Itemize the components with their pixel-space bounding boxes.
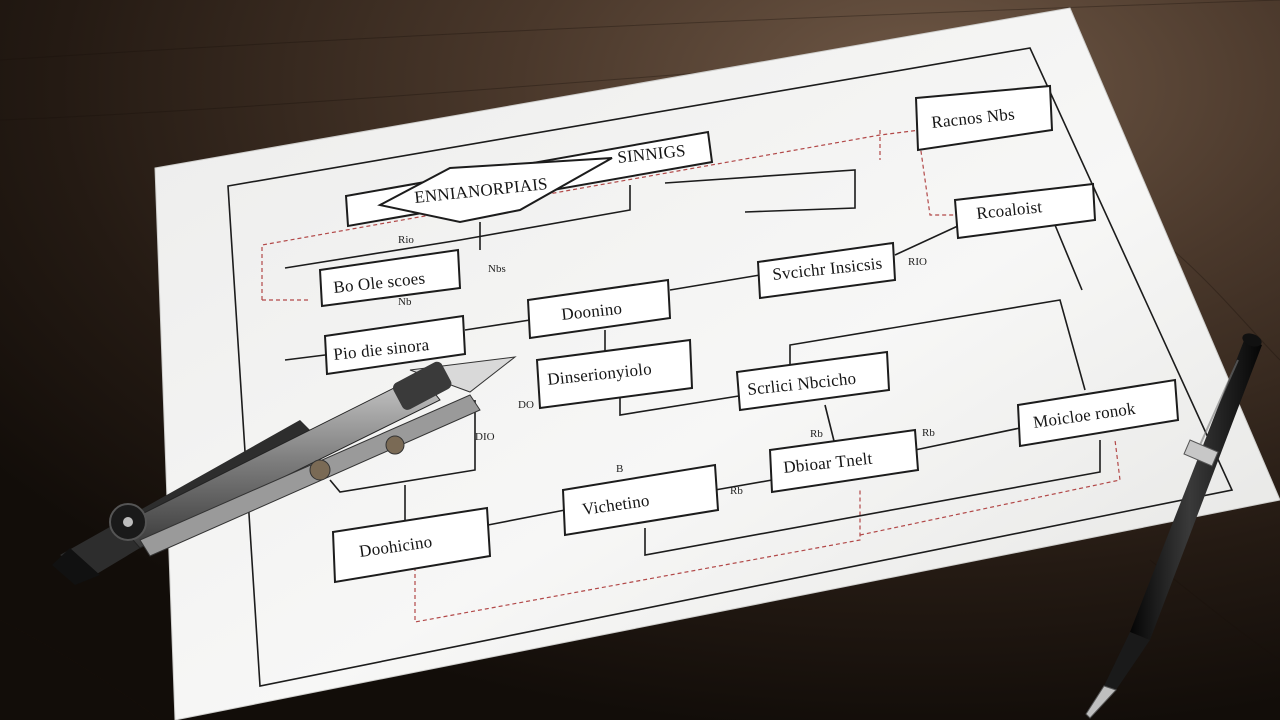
diagram-boxes	[318, 84, 1180, 584]
small-annotations: Rio Nb RIO Nbs DIO DO Rb B Rb Rb	[398, 234, 935, 497]
annot-i: Rb	[922, 427, 935, 439]
annot-b: Nb	[398, 296, 412, 308]
connector-lines	[284, 169, 1101, 556]
fountain-pen	[1085, 333, 1262, 719]
drafting-compass	[52, 356, 517, 585]
annot-d: Nbs	[488, 263, 506, 275]
annot-a: Rio	[398, 234, 414, 246]
dashed-connectors	[261, 129, 1121, 623]
annot-j: Rb	[730, 485, 743, 497]
annot-f: DO	[518, 399, 534, 411]
annot-g: Rb	[810, 428, 823, 440]
annot-h: B	[616, 463, 623, 475]
decision-diamond	[377, 157, 613, 224]
diagram-frame	[227, 47, 1234, 687]
annot-e: DIO	[475, 431, 495, 443]
annot-c: RIO	[908, 256, 927, 268]
